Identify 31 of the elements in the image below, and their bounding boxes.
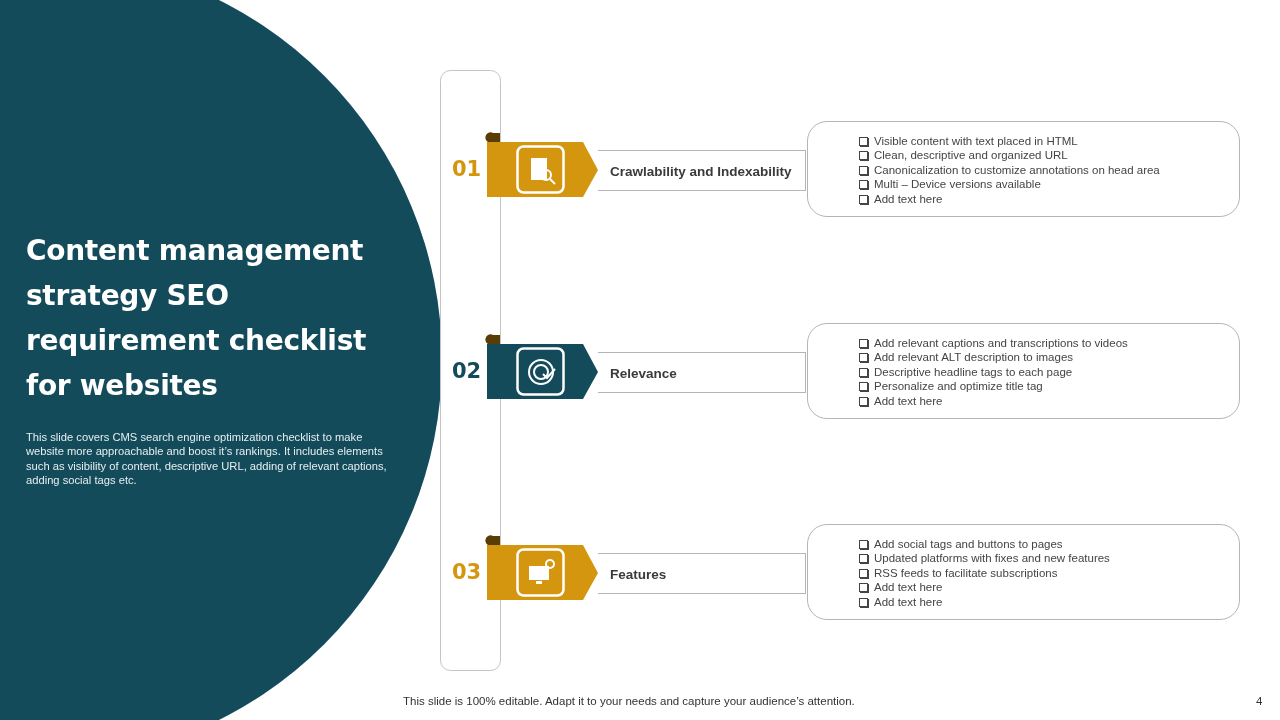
slide-title: Content management strategy SEO requirement checklist for websites <box>26 233 368 404</box>
checklist-box <box>807 121 1240 217</box>
step-title: Features <box>610 566 667 581</box>
checklist-item: Canonicalization to customize annotations on head area <box>874 162 1160 177</box>
checklist-item: Clean, descriptive and organized URL <box>874 148 1068 163</box>
footer-note: This slide is 100% editable. Adapt it to your needs and capture your audience’s attention. <box>403 695 855 707</box>
step-title: Crawlability and Indexability <box>610 163 792 178</box>
checklist-item: Add relevant captions and transcriptions to videos <box>874 335 1128 350</box>
checklist-item: Visible content with text placed in HTML <box>874 133 1078 148</box>
step-number: 03 <box>452 560 482 584</box>
checklist-item: Descriptive headline tags to each page <box>874 364 1073 379</box>
checklist-item: Add relevant ALT description to images <box>874 350 1074 365</box>
checklist-item: Add social tags and buttons to pages <box>874 536 1063 551</box>
checklist-box <box>807 323 1240 419</box>
checklist-item: Updated platforms with fixes and new features <box>874 551 1110 566</box>
checklist-item: Add text here <box>874 594 943 609</box>
title-box <box>598 150 806 191</box>
description-text: This slide covers CMS search engine optimization checklist to make website more approachable and boost it’s rankings. It includes elements such as visibility of content, descriptive URL, adding of relevant captions, adding social tags etc. <box>26 430 388 488</box>
page-number: 4 <box>1256 695 1263 707</box>
step-number: 01 <box>452 157 482 181</box>
checklist-box <box>807 524 1240 620</box>
title-box <box>598 352 806 393</box>
step-title: Relevance <box>610 365 677 380</box>
checklist-item: RSS feeds to facilitate subscriptions <box>874 565 1058 580</box>
step-number: 02 <box>452 359 482 383</box>
checklist-item: Multi – Device versions available <box>874 177 1041 192</box>
checklist-item: Add text here <box>874 580 943 595</box>
title-box <box>598 553 806 594</box>
checklist-item: Add text here <box>874 393 943 408</box>
checklist-item: Add text here <box>874 191 943 206</box>
checklist-item: Personalize and optimize title tag <box>874 379 1043 394</box>
